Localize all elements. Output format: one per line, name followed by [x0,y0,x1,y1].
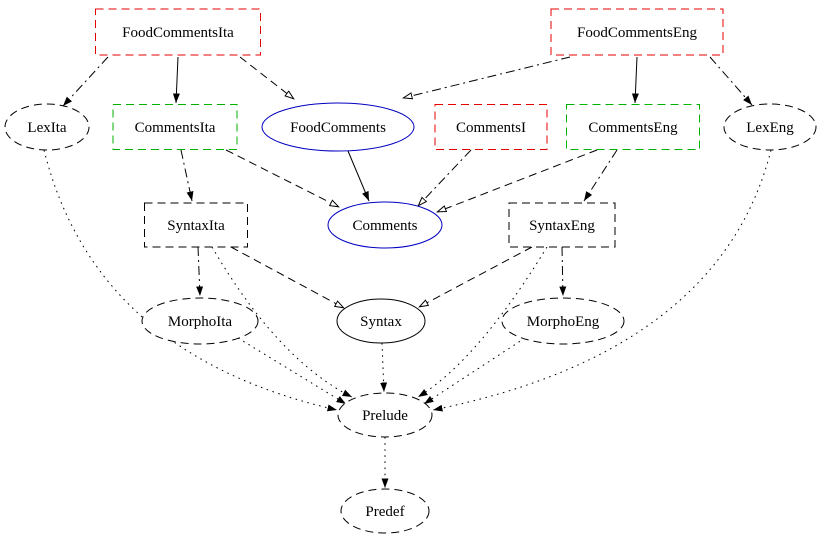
node-label: CommentsI [456,120,526,136]
edge-SyntaxEng-to-Syntax [418,246,533,308]
node-label: SyntaxIta [167,218,225,234]
node-label: Comments [352,218,417,234]
edge-Syntax-to-Prelude [380,342,388,393]
node-MorphoEng: MorphoEng [501,297,625,345]
node-shape-rect [112,104,238,150]
node-label: Predef [365,504,404,520]
node-label: LexIta [27,120,66,136]
edge-SyntaxEng-to-Prelude [417,246,548,398]
edge-SyntaxEng-to-MorphoEng [559,246,567,297]
node-shape-ellipse [141,297,259,345]
edge-SyntaxIta-to-MorphoIta [196,246,204,297]
node-FoodCommentsEng: FoodCommentsEng [550,8,724,56]
edge-FoodCommentsEng-to-CommentsEng [631,56,639,104]
node-shape-ellipse [4,103,90,151]
node-label: Syntax [360,314,402,330]
node-LexIta: LexIta [4,103,90,151]
node-SyntaxEng: SyntaxEng [508,202,616,248]
node-label: FoodCommentsEng [577,25,698,41]
node-shape-ellipse [261,102,415,152]
edge-SyntaxIta-to-Prelude [211,246,353,398]
node-shape-ellipse [327,201,443,249]
node-shape-rect [144,202,248,248]
edge-layer [43,56,772,488]
node-label: LexEng [746,120,794,136]
node-shape-ellipse [337,392,433,438]
edge-MorphoIta-to-Prelude [237,337,347,405]
node-CommentsIta: CommentsIta [112,104,238,150]
node-shape-rect [550,8,724,56]
node-label: SyntaxEng [529,218,595,234]
edge-FoodCommentsIta-to-FoodComments [239,56,295,100]
node-label: CommentsEng [588,120,678,136]
node-label: FoodComments [290,120,386,136]
node-LexEng: LexEng [723,103,817,151]
node-shape-rect [566,104,700,150]
node-label: Prelude [362,408,408,424]
edge-SyntaxIta-to-Syntax [230,246,345,309]
node-shape-rect [508,202,616,248]
node-label: MorphoEng [527,314,600,330]
node-shape-ellipse [340,488,430,534]
node-shape-rect [95,8,261,56]
node-label: FoodCommentsIta [122,25,234,41]
node-shape-ellipse [501,297,625,345]
node-label: CommentsIta [135,120,216,136]
edge-CommentsI-to-Comments [417,149,472,207]
node-FoodComments: FoodComments [261,102,415,152]
edge-CommentsIta-to-SyntaxIta [180,149,194,202]
node-Prelude: Prelude [337,392,433,438]
node-label: MorphoIta [168,314,232,330]
node-SyntaxIta: SyntaxIta [144,202,248,248]
edge-CommentsIta-to-Comments [225,149,340,208]
node-shape-ellipse [723,103,817,151]
node-CommentsI: CommentsI [434,104,548,150]
edge-FoodCommentsEng-to-LexEng [709,56,753,106]
edge-CommentsEng-to-SyntaxEng [583,149,618,202]
edge-CommentsEng-to-Comments [436,149,598,213]
node-Predef: Predef [340,488,430,534]
edge-FoodCommentsIta-to-CommentsIta [172,56,180,104]
node-FoodCommentsIta: FoodCommentsIta [95,8,261,56]
edge-FoodComments-to-Comments [347,150,370,202]
node-MorphoIta: MorphoIta [141,297,259,345]
node-Syntax: Syntax [336,298,426,344]
node-CommentsEng: CommentsEng [566,104,700,150]
node-shape-rect [434,104,548,150]
edge-FoodCommentsEng-to-FoodComments [402,56,571,100]
edge-LexEng-to-Prelude [432,149,772,412]
node-Comments: Comments [327,201,443,249]
edge-LexIta-to-Prelude [43,149,338,412]
edge-MorphoEng-to-Prelude [423,337,526,405]
edge-FoodCommentsIta-to-LexIta [62,56,109,107]
node-shape-ellipse [336,298,426,344]
